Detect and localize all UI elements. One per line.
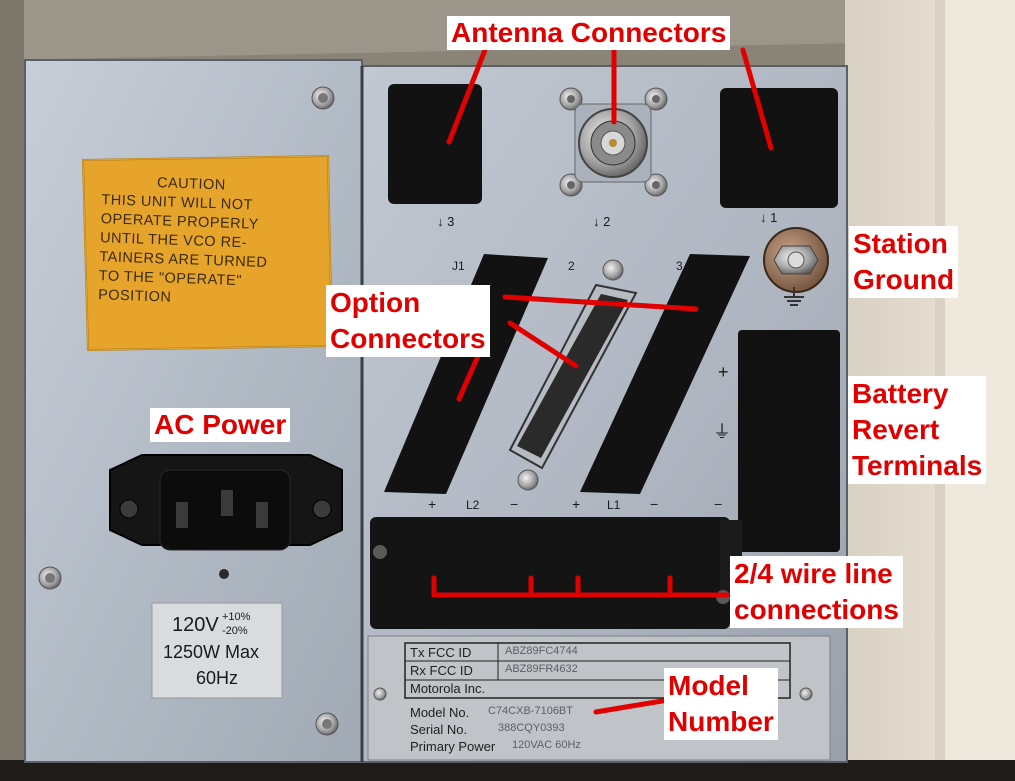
- caution-label: CAUTION THIS UNIT WILL NOT OPERATE PROPE…: [98, 172, 323, 313]
- callout-line: Number: [668, 706, 774, 737]
- tolerance-plus: +10%: [222, 611, 251, 623]
- model-label: Model No.: [410, 705, 470, 720]
- callout-line: connections: [734, 594, 899, 625]
- wire-line-callout: 2/4 wire line connections: [730, 556, 903, 628]
- serial-label: Serial No.: [410, 722, 468, 737]
- antenna-port-2-label: ↓ 2: [593, 214, 611, 229]
- wattage-rating: 1250W Max: [163, 642, 260, 662]
- callout-line: Revert: [852, 414, 940, 445]
- line-terminal-label: +: [428, 496, 437, 512]
- tx-fcc-value: ABZ89FC4744: [505, 645, 578, 657]
- line-terminal-label: −: [650, 496, 659, 512]
- primary-power-label: Primary Power: [410, 739, 496, 754]
- model-number-callout: Model Number: [664, 668, 778, 740]
- option-connectors-callout: Option Connectors: [326, 285, 490, 357]
- battery-plus-label: +: [718, 362, 729, 382]
- model-value: C74CXB-7106BT: [488, 705, 573, 717]
- line-terminal-label: +: [572, 496, 581, 512]
- line-terminal-label: L2: [466, 498, 480, 512]
- option-j1-label: J1: [452, 259, 465, 273]
- rx-fcc-value: ABZ89FR4632: [505, 663, 578, 675]
- station-ground-callout: Station Ground: [849, 226, 959, 298]
- tx-fcc-label: Tx FCC ID: [410, 645, 472, 660]
- callout-line: Ground: [853, 264, 955, 295]
- primary-power-value: 120VAC 60Hz: [512, 739, 581, 751]
- serial-value: 388CQY0393: [498, 722, 565, 734]
- tolerance-minus: -20%: [222, 625, 248, 637]
- option-2-label: 2: [568, 259, 575, 273]
- line-terminal-label: −: [714, 496, 723, 512]
- maker-name: Motorola Inc.: [410, 681, 486, 696]
- callout-line: Option: [330, 287, 421, 318]
- rx-fcc-label: Rx FCC ID: [410, 663, 473, 678]
- frequency-rating: 60Hz: [196, 668, 239, 688]
- callout-line: 2/4 wire line: [734, 558, 893, 589]
- battery-revert-callout: Battery Revert Terminals: [848, 376, 987, 484]
- ac-power-callout: AC Power: [150, 408, 291, 442]
- option-3-label: 3: [676, 259, 683, 273]
- callout-line: Model: [668, 670, 749, 701]
- antenna-port-3-label: ↓ 3: [437, 214, 455, 229]
- annotation-lines: [431, 47, 774, 715]
- antenna-port-1-label: ↓ 1: [760, 210, 778, 225]
- antenna-connectors-callout: Antenna Connectors: [447, 16, 731, 50]
- line-terminal-label: −: [510, 496, 519, 512]
- callout-line: Connectors: [330, 323, 486, 354]
- battery-ground-icon: ⏚: [713, 422, 731, 442]
- callout-line: Battery: [852, 378, 949, 409]
- callout-line: Terminals: [852, 450, 983, 481]
- line-terminal-label: L1: [607, 498, 621, 512]
- callout-line: Station: [853, 228, 948, 259]
- voltage-rating: 120V: [172, 614, 219, 636]
